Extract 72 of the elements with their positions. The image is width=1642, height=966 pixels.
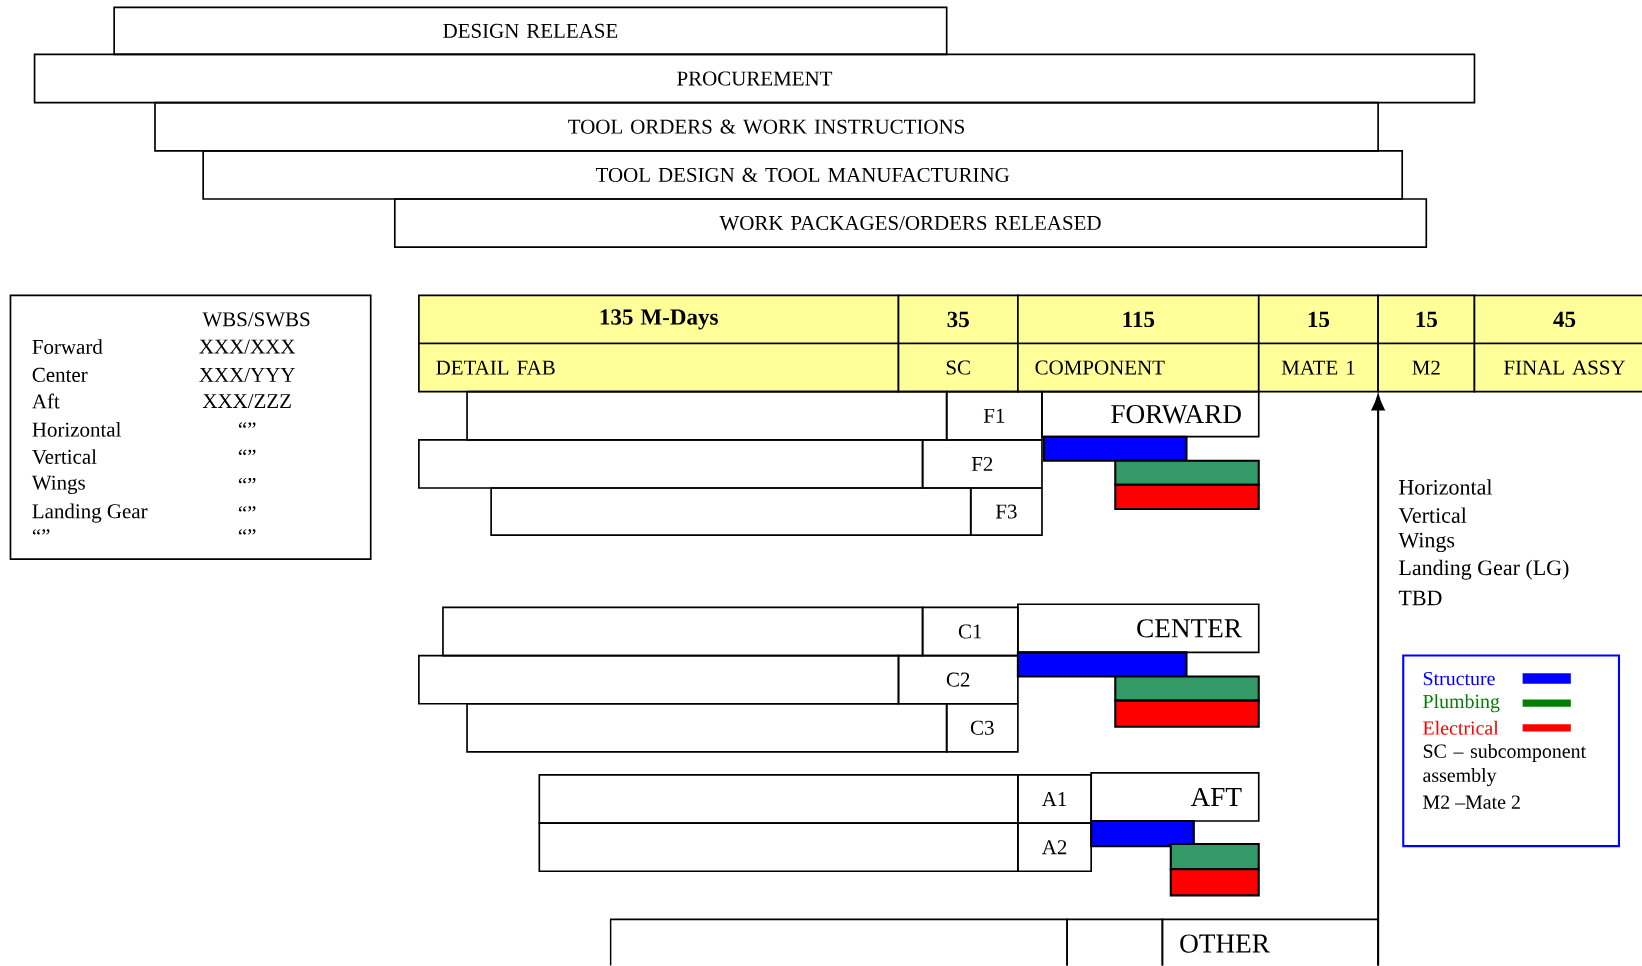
legend-note: SC – subcomponent assembly xyxy=(1423,744,1586,787)
task-box xyxy=(490,487,972,537)
task-bar xyxy=(1114,699,1260,729)
legend-note: M2 –Mate 2 xyxy=(1423,795,1520,810)
table-cell: Landing Gear xyxy=(32,503,148,523)
task-cell: C2 xyxy=(897,654,1019,705)
table-cell: “” xyxy=(238,449,256,456)
table-cell: “” xyxy=(238,529,256,535)
header-cell: M2 xyxy=(1377,342,1476,393)
table-cell: “” xyxy=(32,529,50,535)
header-cell: MATE 1 xyxy=(1257,342,1379,393)
task-cell: F1 xyxy=(945,391,1043,441)
side-label: Wings xyxy=(1398,533,1455,553)
task-bar xyxy=(1043,435,1188,463)
table-cell: “” xyxy=(238,478,256,484)
task-box xyxy=(538,774,1019,825)
task-cell: A2 xyxy=(1017,822,1093,873)
header-cell: FINAL ASSY xyxy=(1473,342,1642,393)
table-cell: Forward xyxy=(32,339,103,355)
table-cell: “” xyxy=(238,506,256,512)
table-cell: Horizontal xyxy=(32,422,121,437)
side-label: Vertical xyxy=(1398,507,1467,524)
header-cell: SC xyxy=(897,342,1019,393)
task-bar xyxy=(1114,459,1260,487)
phase-bar: DESIGN RELEASE xyxy=(113,6,948,56)
node-label: 45 xyxy=(1553,311,1576,328)
table-cell: XXX/ZZZ xyxy=(202,394,291,409)
task-box xyxy=(442,606,924,657)
header-cell: 115 xyxy=(1017,294,1260,345)
header-cell: 15 xyxy=(1257,294,1379,345)
task-bar xyxy=(1090,820,1195,848)
table-cell: XXX/XXX xyxy=(199,339,296,354)
task-bar xyxy=(1016,651,1188,678)
table-cell: Wings xyxy=(31,475,85,495)
side-label: Horizontal xyxy=(1399,479,1493,495)
table-cell: “” xyxy=(238,422,256,429)
header-cell: COMPONENT xyxy=(1017,342,1260,393)
header-cell: 35 xyxy=(897,294,1019,345)
side-label: TBD xyxy=(1398,590,1442,606)
task-bar xyxy=(1169,868,1260,897)
phase-bar: WORK PACKAGES/ORDERS RELEASED xyxy=(393,198,1428,249)
header-cell: 15 xyxy=(1377,294,1476,345)
phase-bar: TOOL ORDERS & WORK INSTRUCTIONS xyxy=(154,102,1379,152)
table-cell: XXX/YYY xyxy=(199,368,295,383)
task-bar xyxy=(1114,675,1260,702)
table-cell: Aft xyxy=(32,393,60,409)
side-label: Landing Gear (LG) xyxy=(1399,559,1569,580)
task-box xyxy=(418,439,924,490)
legend-label: Electrical xyxy=(1423,721,1499,736)
phase-bar: PROCUREMENT xyxy=(33,53,1476,104)
task-box xyxy=(609,918,1068,966)
task-bar xyxy=(1169,843,1260,871)
task-box xyxy=(466,391,948,441)
phase-bar: TOOL DESIGN & TOOL MANUFACTURING xyxy=(202,150,1404,201)
header-cell: 45 xyxy=(1473,294,1642,345)
task-box xyxy=(1066,918,1164,966)
table-cell: Center xyxy=(32,368,88,383)
task-cell: C1 xyxy=(921,606,1019,657)
table-cell: Vertical xyxy=(32,449,97,465)
task-cell: C3 xyxy=(945,703,1019,753)
arrow xyxy=(1371,395,1385,966)
table-cell: WBS/SWBS xyxy=(202,312,310,327)
task-box xyxy=(466,703,948,753)
legend-label: Plumbing xyxy=(1423,694,1500,713)
task-cell: F3 xyxy=(969,487,1043,537)
task-cell: F2 xyxy=(921,439,1043,490)
task-cell: A1 xyxy=(1017,774,1093,825)
task-box xyxy=(418,654,900,705)
task-bar xyxy=(1114,484,1260,511)
task-box xyxy=(538,822,1019,873)
legend-label: Structure xyxy=(1423,672,1495,686)
group-box: OTHER xyxy=(1161,918,1379,966)
